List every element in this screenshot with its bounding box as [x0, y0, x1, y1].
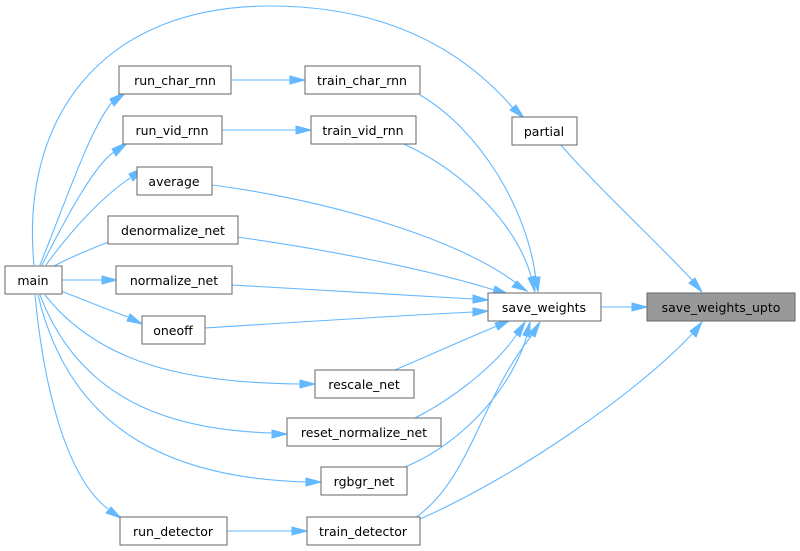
node-run_char_rnn[interactable]: run_char_rnn: [118, 65, 232, 95]
edge-oneoff-save_weights: [204, 307, 490, 329]
node-reset_normalize_net-label: reset_normalize_net: [301, 425, 427, 440]
edge-run_detector-train_detector: [227, 526, 309, 536]
node-main-label: main: [17, 273, 48, 288]
edge-train_vid_rnn-save_weights: [403, 143, 536, 293]
node-rescale_net[interactable]: rescale_net: [314, 369, 415, 399]
node-run_vid_rnn-label: run_vid_rnn: [135, 123, 208, 138]
edge-main-rescale_net: [44, 294, 317, 389]
edge-run_vid_rnn-train_vid_rnn: [222, 125, 313, 135]
node-save_weights-label: save_weights: [502, 300, 586, 315]
edge-partial-save_weights_upto: [559, 143, 703, 293]
edge-main-run_char_rnn: [39, 91, 127, 266]
edge-main-run_detector: [34, 294, 123, 520]
node-partial[interactable]: partial: [511, 116, 578, 146]
node-normalize_net[interactable]: normalize_net: [115, 265, 233, 295]
node-save_weights_upto-label: save_weights_upto: [662, 300, 781, 315]
edge-average-save_weights: [211, 184, 529, 292]
node-oneoff[interactable]: oneoff: [141, 315, 206, 345]
node-oneoff-label: oneoff: [153, 323, 193, 338]
edge-main-reset_normalize_net: [39, 294, 289, 439]
edge-reset_normalize_net-save_weights: [414, 320, 527, 419]
edge-rescale_net-save_weights: [394, 319, 511, 371]
node-partial-label: partial: [524, 124, 564, 139]
node-average-label: average: [148, 174, 199, 189]
node-denormalize_net-label: denormalize_net: [121, 223, 225, 238]
edge-train_detector-save_weights: [414, 321, 541, 519]
node-reset_normalize_net[interactable]: reset_normalize_net: [286, 417, 442, 447]
edge-main-rgbgr_net: [37, 294, 323, 487]
node-run_vid_rnn[interactable]: run_vid_rnn: [122, 115, 223, 145]
node-run_char_rnn-label: run_char_rnn: [134, 73, 216, 88]
node-main[interactable]: main: [4, 265, 63, 295]
node-run_detector[interactable]: run_detector: [119, 516, 228, 546]
edge-run_char_rnn-train_char_rnn: [231, 75, 307, 85]
edge-save_weights-save_weights_upto: [601, 302, 649, 312]
node-train_detector[interactable]: train_detector: [306, 516, 421, 546]
node-train_detector-label: train_detector: [319, 524, 408, 539]
edge-main-normalize_net: [62, 275, 119, 285]
node-train_vid_rnn-label: train_vid_rnn: [322, 123, 403, 138]
edge-denormalize_net-save_weights: [236, 236, 510, 295]
node-rescale_net-label: rescale_net: [328, 377, 400, 392]
node-train_char_rnn[interactable]: train_char_rnn: [304, 65, 421, 95]
node-save_weights[interactable]: save_weights: [487, 292, 602, 322]
edge-main-run_vid_rnn: [41, 141, 129, 266]
node-save_weights_upto[interactable]: save_weights_upto: [646, 292, 796, 322]
edge-main-partial: [31, 5, 525, 266]
node-rgbgr_net[interactable]: rgbgr_net: [320, 466, 408, 496]
node-normalize_net-label: normalize_net: [130, 273, 218, 288]
edge-train_detector-save_weights_upto: [419, 320, 704, 520]
node-denormalize_net[interactable]: denormalize_net: [107, 215, 239, 245]
node-train_vid_rnn[interactable]: train_vid_rnn: [310, 115, 417, 145]
node-rgbgr_net-label: rgbgr_net: [334, 474, 395, 489]
node-train_char_rnn-label: train_char_rnn: [317, 73, 407, 88]
edge-main-oneoff: [57, 289, 143, 325]
node-run_detector-label: run_detector: [133, 524, 214, 539]
edge-normalize_net-save_weights: [231, 284, 490, 304]
edge-rgbgr_net-save_weights: [402, 321, 531, 469]
node-average[interactable]: average: [136, 166, 213, 196]
